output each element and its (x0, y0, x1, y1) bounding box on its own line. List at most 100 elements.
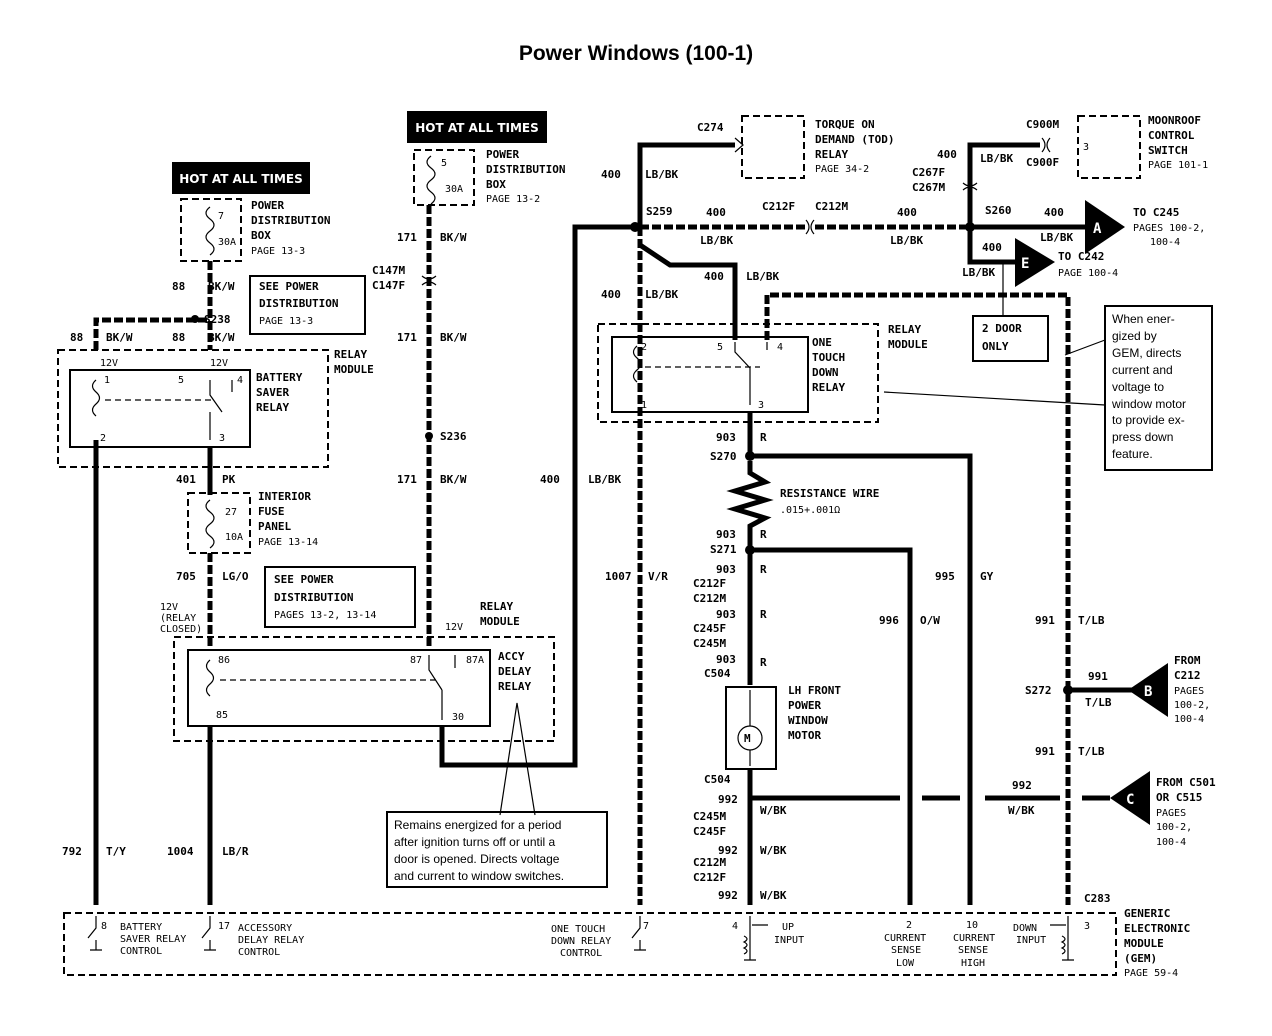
connector-c267 (962, 182, 978, 191)
svg-text:CONTROL: CONTROL (120, 946, 162, 957)
svg-text:Remains energized for a period: Remains energized for a period (394, 818, 561, 832)
c267m-label: C267M (912, 181, 945, 194)
wire-400-tod (637, 142, 735, 227)
svg-text:POWER: POWER (788, 699, 821, 712)
svg-text:MOONROOF: MOONROOF (1148, 114, 1201, 127)
svg-text:HIGH: HIGH (961, 958, 985, 969)
svg-text:RELAY: RELAY (812, 381, 845, 394)
svg-text:C212: C212 (1174, 669, 1201, 682)
gem-pin-current-sense-low: 2 CURRENT SENSE LOW (884, 920, 926, 969)
svg-text:ONE: ONE (812, 336, 832, 349)
svg-text:27: 27 (225, 507, 237, 518)
svg-text:RELAY: RELAY (480, 600, 513, 613)
svg-text:TO C245: TO C245 (1133, 206, 1179, 219)
svg-text:after ignition turns off or un: after ignition turns off or until a (394, 835, 556, 849)
relay-closed-note: 12V (160, 602, 178, 613)
wire-171-label-a: 171 (397, 231, 417, 244)
svg-text:INPUT: INPUT (1016, 935, 1046, 946)
wire-wbk-label-a: W/BK (760, 804, 787, 817)
svg-text:MODULE: MODULE (334, 363, 374, 376)
svg-text:17: 17 (218, 921, 230, 932)
svg-text:30A: 30A (218, 237, 236, 248)
svg-text:12V: 12V (445, 622, 463, 633)
c504-label-top: C504 (704, 667, 731, 680)
c212f-label-c: C212F (693, 871, 726, 884)
battery-saver-relay: 1 5 4 2 3 12V 12V BATTERY SAVER RELAY RE… (57, 348, 374, 468)
wire-995 (750, 453, 973, 905)
svg-text:PAGE 13-2: PAGE 13-2 (486, 194, 540, 205)
resistance-value: .015+.001Ω (780, 505, 840, 516)
wire-400-otd (638, 242, 738, 340)
svg-text:LOW: LOW (896, 958, 915, 969)
c245m-label-b: C245M (693, 810, 726, 823)
splice-s238 (191, 315, 199, 323)
svg-text:SENSE: SENSE (958, 945, 988, 956)
svg-text:TOUCH: TOUCH (812, 351, 845, 364)
svg-text:2 DOOR: 2 DOOR (982, 322, 1022, 335)
svg-text:C: C (1126, 792, 1134, 808)
svg-text:B: B (1144, 684, 1152, 700)
wire-400-otd-label-b: 400 (704, 270, 724, 283)
wire-gy-label: GY (980, 570, 994, 583)
svg-text:4: 4 (777, 342, 783, 353)
wire-88 (93, 261, 213, 905)
offpage-connector-b: B FROM C212 PAGES 100-2, 100-4 (1128, 654, 1210, 725)
wire-1004-label: 1004 (167, 845, 194, 858)
wire-bkw-c-label: BK/W (208, 331, 235, 344)
splice-s236-label: S236 (440, 430, 467, 443)
wire-792-label: 792 (62, 845, 82, 858)
svg-text:press down: press down (1112, 430, 1173, 444)
svg-text:FROM C501: FROM C501 (1156, 776, 1216, 789)
connector-c900 (1041, 137, 1051, 153)
wire-r-label-b: R (760, 528, 767, 541)
svg-text:DOWN: DOWN (812, 366, 839, 379)
splice-s260-label: S260 (985, 204, 1012, 217)
wire-1007-label: 1007 (605, 570, 632, 583)
svg-text:1: 1 (641, 400, 647, 411)
svg-text:PANEL: PANEL (258, 520, 291, 533)
svg-text:10: 10 (966, 920, 978, 931)
wire-lbr-label: LB/R (222, 845, 249, 858)
two-door-only-box: 2 DOOR ONLY (972, 315, 1049, 362)
svg-text:gized by: gized by (1112, 329, 1157, 343)
svg-text:A: A (1093, 221, 1102, 237)
svg-text:DISTRIBUTION: DISTRIBUTION (251, 214, 330, 227)
wire-992-label-a: 992 (718, 793, 738, 806)
wire-lbbk-tod-label: LB/BK (645, 168, 678, 181)
svg-text:BATTERY: BATTERY (256, 371, 303, 384)
svg-text:PAGE 34-2: PAGE 34-2 (815, 164, 869, 175)
wire-88-label: 88 (172, 280, 185, 293)
wire-400-otd-label: 400 (601, 288, 621, 301)
c504-label-bottom: C504 (704, 773, 731, 786)
wire-996-label: 996 (879, 614, 899, 627)
svg-text:DISTRIBUTION: DISTRIBUTION (486, 163, 565, 176)
svg-text:CONTROL: CONTROL (238, 947, 280, 958)
svg-text:2: 2 (641, 342, 647, 353)
gem-pin-accy-delay: 17 ACCESSORY DELAY RELAY CONTROL (201, 916, 304, 958)
svg-text:SENSE: SENSE (891, 945, 921, 956)
svg-text:HOT AT ALL TIMES: HOT AT ALL TIMES (415, 121, 539, 135)
gem-pin-up-input: 4 UP INPUT (732, 916, 804, 961)
moonroof-switch: 3 MOONROOF CONTROL SWITCH PAGE 101-1 (1077, 114, 1208, 179)
gem-pin-one-touch: 7 ONE TOUCH DOWN RELAY CONTROL (551, 916, 649, 959)
svg-text:WINDOW: WINDOW (788, 714, 828, 727)
c900m-label: C900M (1026, 118, 1059, 131)
svg-text:DISTRIBUTION: DISTRIBUTION (259, 297, 338, 310)
svg-text:30: 30 (452, 712, 464, 723)
connector-c274 (734, 137, 744, 153)
wire-lbbk-otd-label-b: LB/BK (746, 270, 779, 283)
svg-text:100-2,: 100-2, (1156, 822, 1192, 833)
offpage-connector-e: E TO C242 PAGE 100-4 (1015, 238, 1118, 287)
svg-text:BOX: BOX (486, 178, 506, 191)
wire-992-label-b: 992 (718, 844, 738, 857)
c212m-label: C212M (815, 200, 848, 213)
one-touch-down-relay: 2 5 4 1 3 ONE TOUCH DOWN RELAY RELAY MOD… (597, 323, 928, 423)
svg-text:DOWN: DOWN (1013, 923, 1037, 934)
svg-text:PAGES 13-2, 13-14: PAGES 13-2, 13-14 (274, 610, 376, 621)
accy-delay-relay: 86 87 87A 85 30 12V ACCY DELAY RELAY REL… (173, 600, 555, 742)
wire-lbbk-bus-label: LB/BK (700, 234, 733, 247)
svg-text:1: 1 (104, 375, 110, 386)
wire-903-label-c: 903 (716, 563, 736, 576)
svg-text:MODULE: MODULE (1124, 937, 1164, 950)
